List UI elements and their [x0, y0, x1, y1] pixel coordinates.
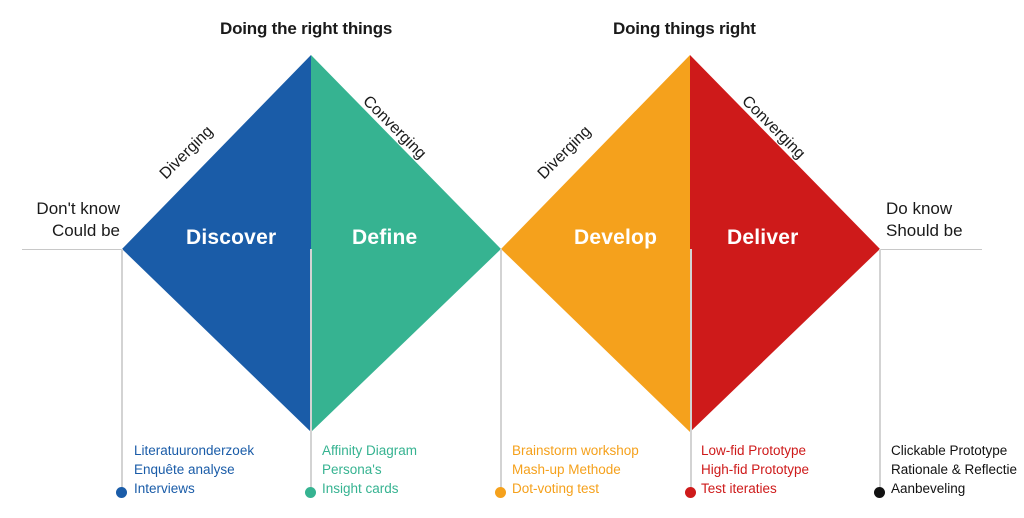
- deliverables-develop: Brainstorm workshop Mash-up Methode Dot-…: [512, 441, 639, 498]
- deliverable-item: Enquête analyse: [134, 462, 235, 478]
- connector-stem-discover: [121, 249, 123, 492]
- connector-stem-final: [879, 249, 881, 492]
- stem-dot-develop: [495, 487, 506, 498]
- stem-dot-discover: [116, 487, 127, 498]
- deliverable-item: High-fid Prototype: [701, 462, 810, 478]
- define-triangle: [311, 55, 501, 432]
- stem-dot-final: [874, 487, 885, 498]
- develop-triangle: [501, 55, 690, 432]
- baseline-left: [22, 249, 122, 250]
- heading-doing-the-right-things: Doing the right things: [220, 19, 393, 38]
- deliverables-deliver: Low-fid Prototype High-fid Prototype Tes…: [701, 441, 809, 498]
- connector-stem-develop: [500, 249, 502, 492]
- endpoint-end: Do know Should be: [886, 198, 963, 243]
- deliverable-item: Interviews: [134, 481, 195, 497]
- deliverables-discover: Literatuuronderzoek Enquête analyse Inte…: [134, 441, 254, 498]
- discover-triangle: [122, 55, 311, 432]
- endpoint-start-line1: Don't know: [36, 199, 120, 218]
- endpoint-start-line2: Could be: [51, 221, 120, 241]
- deliverable-item: Low-fid Prototype: [701, 443, 807, 458]
- deliverable-item: Dot-voting test: [512, 481, 600, 497]
- deliverables-final: Clickable Prototype Rationale & Reflecti…: [891, 441, 1017, 498]
- stem-dot-define: [305, 487, 316, 498]
- endpoint-start: Don't know Could be: [8, 198, 120, 243]
- deliverable-item: Persona's: [322, 462, 382, 478]
- phase-label-develop: Develop: [574, 226, 658, 249]
- heading-doing-things-right: Doing things right: [613, 19, 756, 38]
- deliverable-item: Rationale & Reflectie: [891, 462, 1018, 478]
- phase-label-deliver: Deliver: [727, 226, 799, 249]
- deliverable-item: Mash-up Methode: [512, 462, 621, 478]
- endpoint-end-line2: Should be: [886, 221, 963, 241]
- deliverable-item: Test iteraties: [701, 481, 777, 497]
- endpoint-end-line1: Do know: [886, 199, 953, 218]
- deliverable-item: Literatuuronderzoek: [134, 443, 255, 458]
- deliverable-item: Affinity Diagram: [322, 443, 418, 458]
- deliverables-define: Affinity Diagram Persona's Insight cards: [322, 441, 417, 498]
- baseline-right: [880, 249, 982, 250]
- connector-stem-define: [310, 249, 312, 492]
- deliverable-item: Brainstorm workshop: [512, 443, 639, 458]
- phase-label-discover: Discover: [186, 226, 277, 249]
- deliverable-item: Insight cards: [322, 481, 399, 497]
- stem-dot-deliver: [685, 487, 696, 498]
- deliverable-item: Clickable Prototype: [891, 443, 1008, 458]
- deliver-triangle: [690, 55, 880, 432]
- connector-stem-deliver: [690, 249, 692, 492]
- phase-label-define: Define: [352, 226, 418, 249]
- deliverable-item: Aanbeveling: [891, 481, 966, 497]
